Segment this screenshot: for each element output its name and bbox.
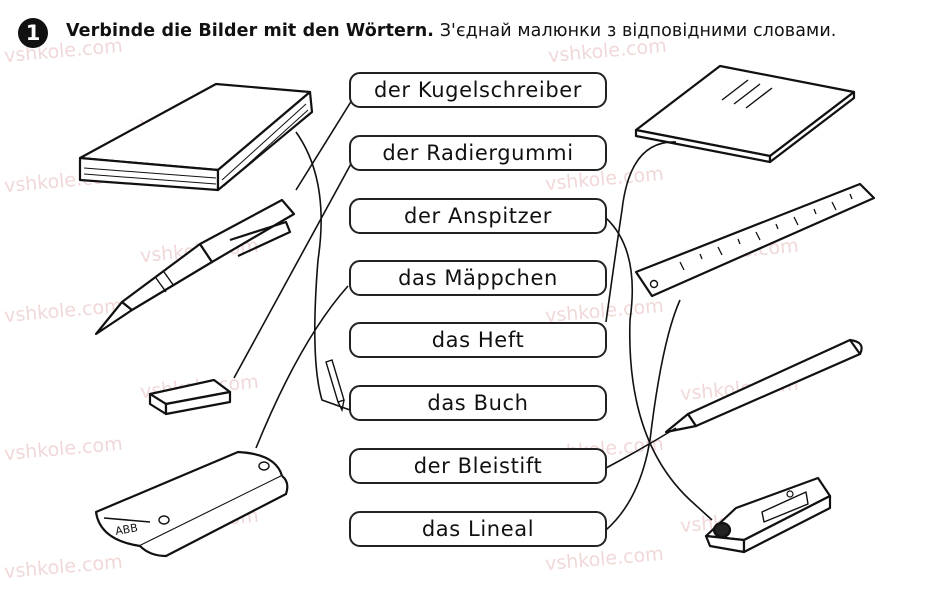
word-box-maeppchen[interactable]: das Mäppchen: [349, 260, 607, 296]
line-lineal-to-ruler: [605, 299, 681, 531]
line-radiergummi-to-eraser: [233, 161, 353, 379]
word-box-kugelschreiber[interactable]: der Kugelschreiber: [349, 72, 607, 108]
book-icon[interactable]: [78, 82, 314, 192]
word-box-heft[interactable]: das Heft: [349, 322, 607, 358]
small-pencil-doodle: [325, 359, 345, 413]
line-anspitzer-to-sharpener: [605, 217, 713, 521]
line-buch-to-book: [295, 131, 351, 411]
line-heft-to-notebook: [605, 141, 677, 323]
task-instruction: Verbinde die Bilder mit den Wörtern. З'є…: [66, 21, 836, 41]
line-kugelschreiber-to-pen: [295, 99, 353, 191]
line-bleistift-to-pencil: [605, 427, 677, 469]
word-box-bleistift[interactable]: der Bleistift: [349, 448, 607, 484]
instruction-ukrainian: З'єднай малюнки з відповідними словами.: [439, 21, 837, 41]
task-number-badge: 1: [18, 18, 48, 48]
instruction-german: Verbinde die Bilder mit den Wörtern.: [66, 21, 435, 41]
line-maeppchen-to-pencil-case: [255, 285, 349, 449]
word-box-lineal[interactable]: das Lineal: [349, 511, 607, 547]
pencil-case-label: ABB: [114, 521, 139, 538]
word-box-radiergummi[interactable]: der Radiergummi: [349, 135, 607, 171]
pen-icon[interactable]: [94, 198, 296, 336]
sharpener-icon[interactable]: [704, 476, 832, 554]
pencil-case-icon[interactable]: ABB: [94, 450, 289, 558]
ruler-icon[interactable]: [634, 182, 876, 298]
connection-lines: [233, 99, 713, 531]
eraser-icon[interactable]: [148, 378, 232, 416]
pencil-icon[interactable]: [664, 338, 863, 434]
notebook-icon[interactable]: [634, 64, 856, 164]
word-box-buch[interactable]: das Buch: [349, 385, 607, 421]
word-box-anspitzer[interactable]: der Anspitzer: [349, 198, 607, 234]
